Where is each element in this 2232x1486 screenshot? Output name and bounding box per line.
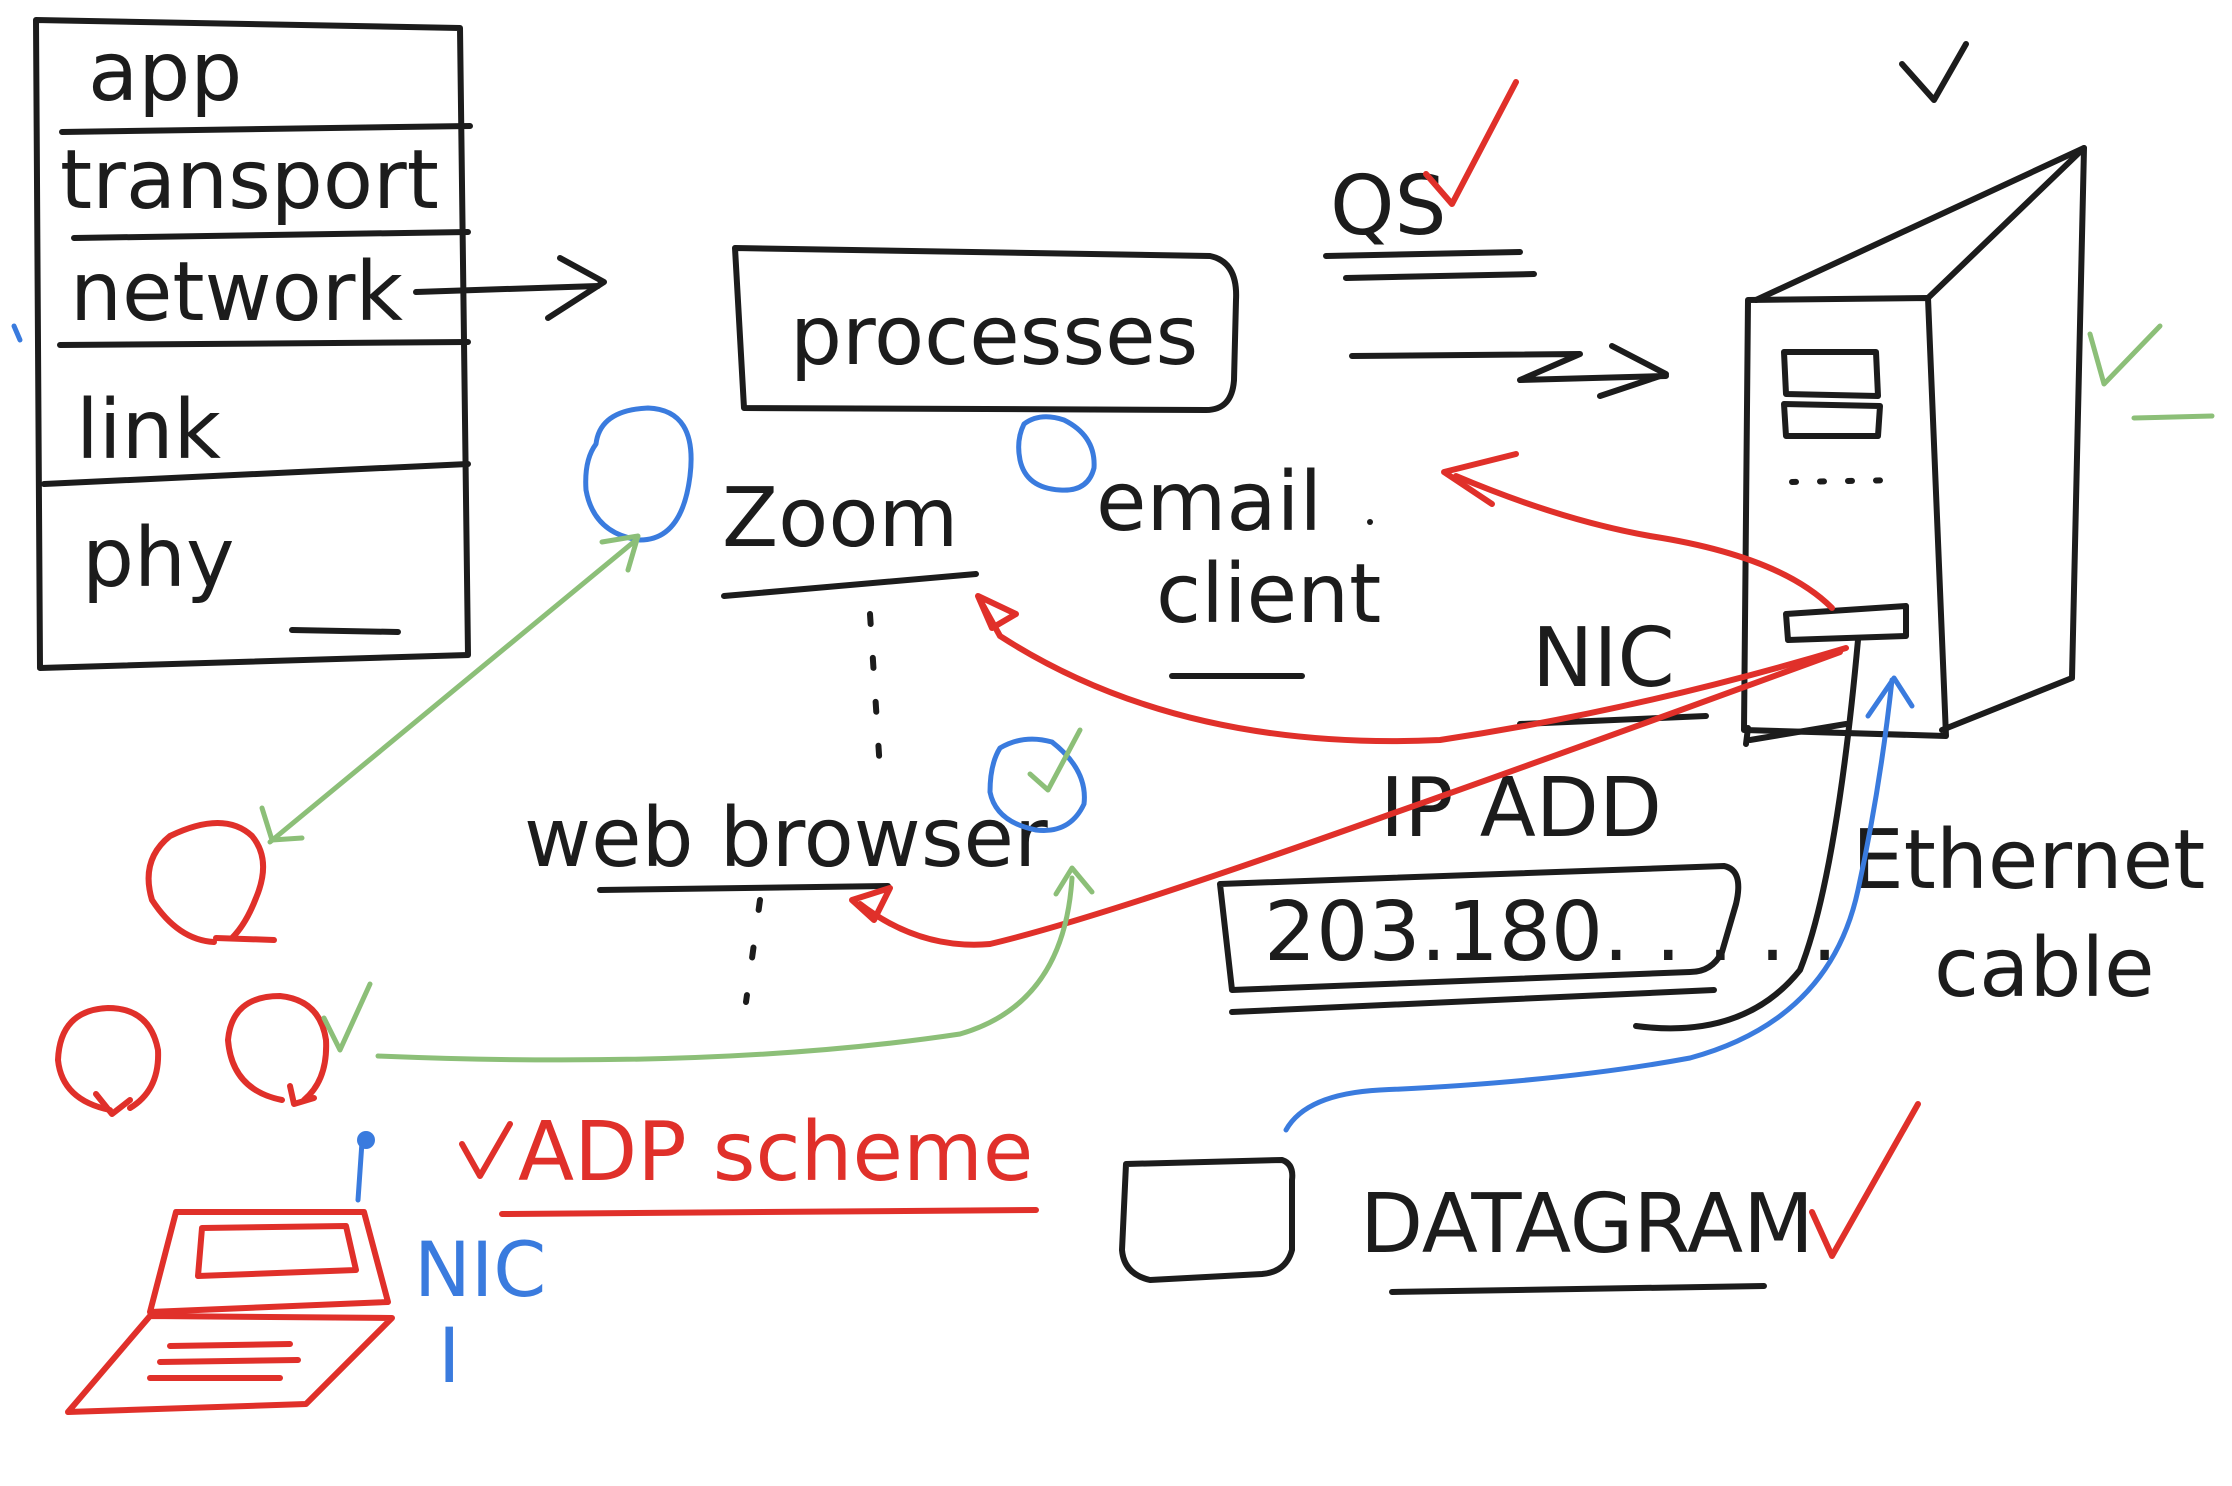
web-browser-label: web browser	[524, 791, 1048, 886]
layer-stack: app transport network link phy	[33, 17, 473, 671]
arrow-icon	[375, 875, 1075, 1063]
ip-address-value: 203.180. . . . .	[1264, 885, 1838, 980]
ethernet-cable	[1633, 637, 1861, 1032]
zoom-label: Zoom	[722, 471, 958, 566]
client-label: client	[1156, 547, 1381, 642]
person-icon	[225, 993, 330, 1107]
check-icon	[1027, 727, 1083, 793]
layer-link-label: link	[76, 383, 222, 478]
processes-box: processes	[732, 245, 1240, 413]
person-icon	[145, 820, 277, 945]
server-icon	[1741, 145, 2087, 747]
processes-label: processes	[790, 289, 1198, 384]
arrow-icon	[267, 537, 639, 845]
arrow-icon	[1453, 473, 1835, 611]
check-icon	[459, 1121, 513, 1179]
server-nic-label: NIC	[1532, 611, 1675, 706]
layer-phy-label: phy	[82, 511, 235, 606]
check-icon	[1899, 41, 1969, 103]
email-label: email	[1096, 455, 1322, 550]
ip-address-box: 203.180. . . . .	[1217, 863, 1838, 1015]
process-circle-icon	[1016, 414, 1097, 493]
laptop-nic-connector	[355, 1131, 375, 1203]
ip-add-heading: IP ADD	[1380, 761, 1662, 856]
datagram-packet-icon	[1119, 1157, 1296, 1283]
process-circle-icon	[987, 727, 1087, 833]
check-icon	[1809, 1101, 1921, 1259]
app-scheme-label: ADP scheme	[518, 1105, 1033, 1200]
layer-network-label: network	[70, 245, 404, 340]
process-circle-icon	[583, 405, 694, 543]
person-icon	[55, 1005, 162, 1117]
arrow-icon	[1349, 343, 1669, 399]
laptop-nic-label: NIC	[414, 1225, 546, 1314]
layer-transport-label: transport	[60, 133, 439, 228]
check-icon	[321, 981, 373, 1053]
check-icon	[2087, 323, 2163, 387]
qs-annotation: QS	[1323, 79, 1537, 281]
ethernet-label: Ethernet	[1852, 813, 2205, 908]
arrow-icon	[857, 649, 1843, 948]
laptop-nic-mark: I	[438, 1311, 460, 1400]
laptop-icon	[65, 1209, 395, 1415]
arrow-icon	[977, 597, 1849, 745]
check-icon	[1423, 79, 1519, 207]
datagram-label: DATAGRAM	[1360, 1177, 1814, 1272]
cable-label: cable	[1934, 921, 2155, 1016]
layer-app-label: app	[88, 25, 242, 120]
arrow-icon	[413, 255, 607, 321]
arrow-icon	[1283, 677, 1895, 1133]
